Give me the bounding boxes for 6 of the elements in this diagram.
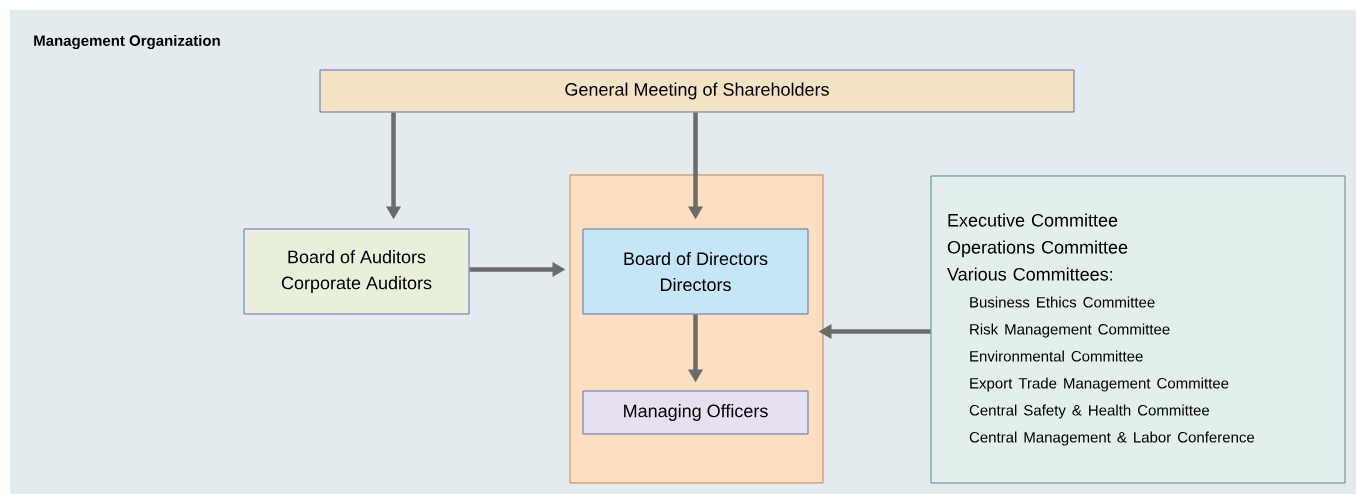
process-box: Board of Directors Directors <box>582 228 809 315</box>
committee-box: Executive Committee Operations Committee Various Committees: Business Ethics Committee Risk Management Committee Environmental Committee Export Trade Management Committee Central Safety & Health Committee Central Management & Labor Conference <box>930 175 1346 484</box>
process-box: Managing Officers <box>582 390 809 435</box>
title: Management Organization <box>34 34 220 49</box>
process-box: General Meeting of Shareholders <box>319 69 1075 113</box>
process-box: Board of Auditors Corporate Auditors <box>243 228 470 315</box>
